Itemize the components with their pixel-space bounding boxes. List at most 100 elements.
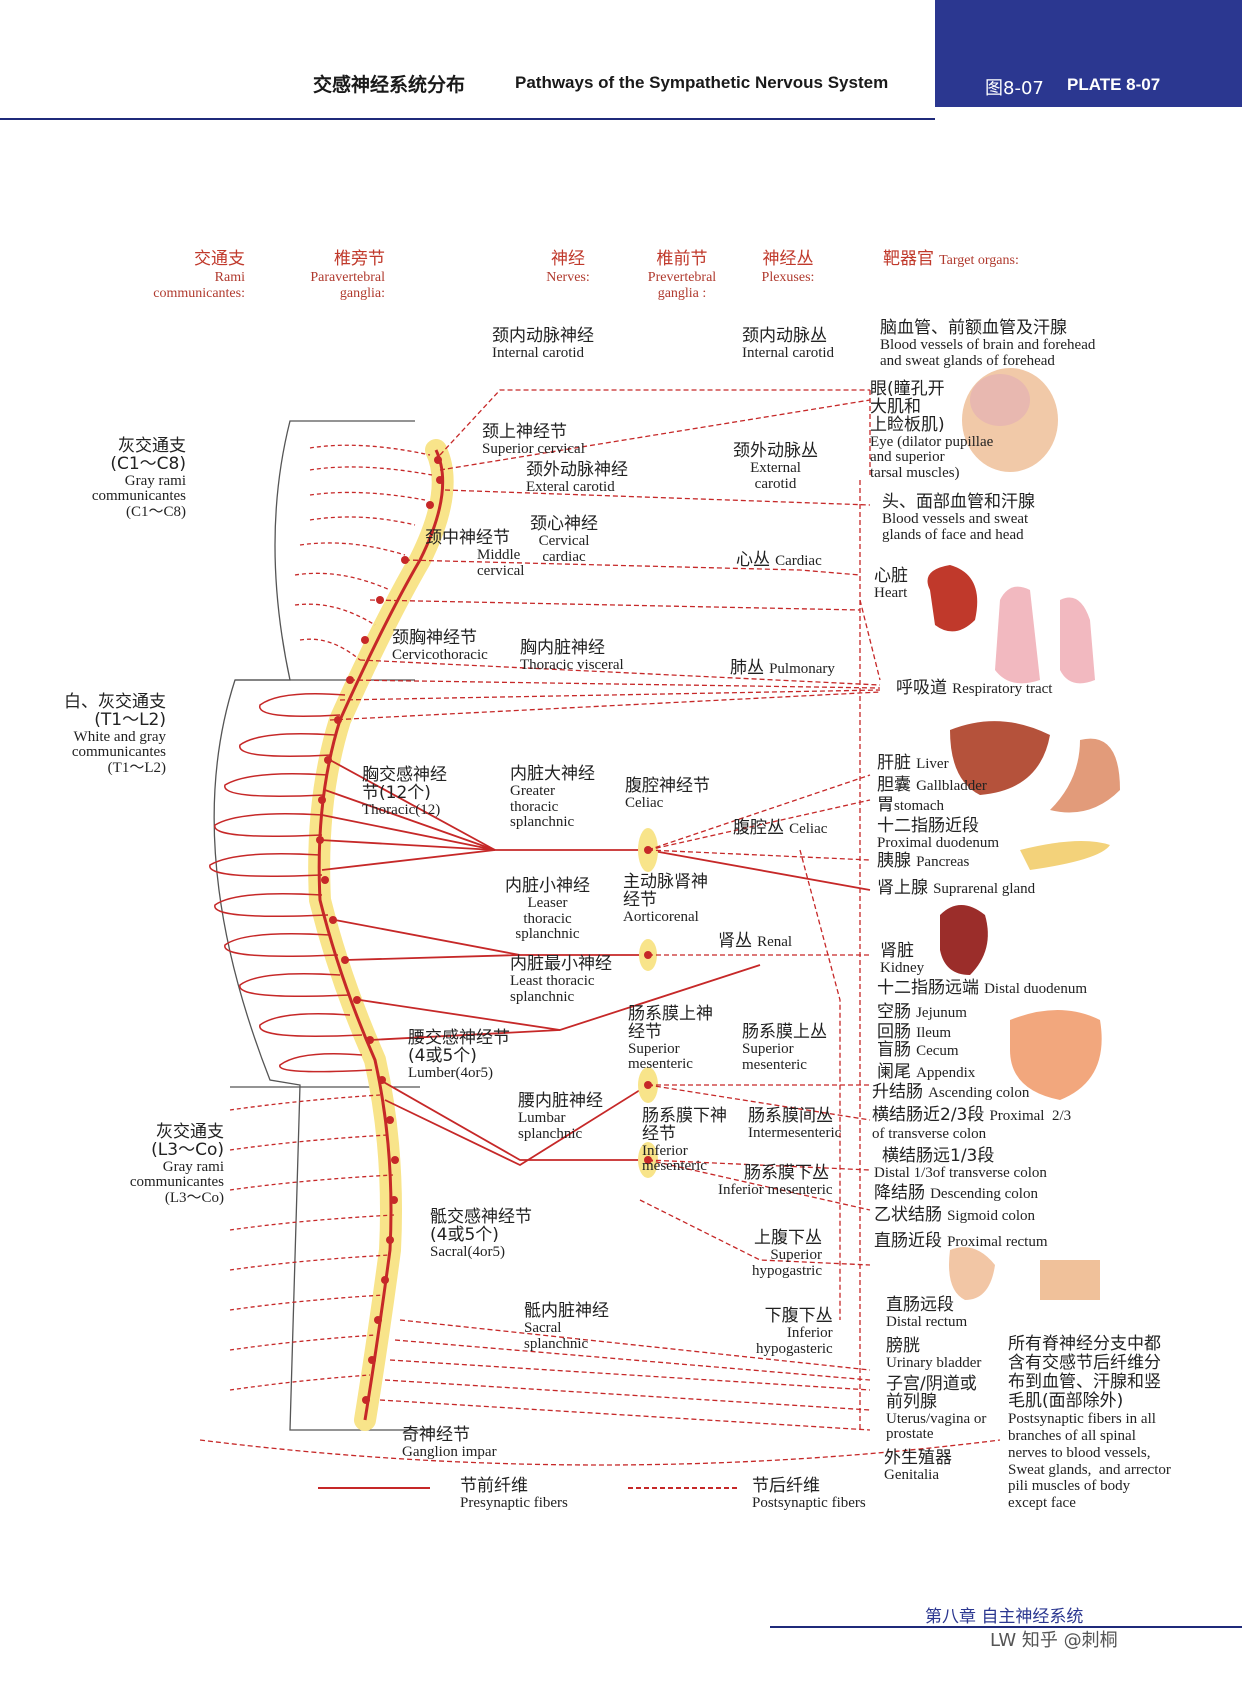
body-outline xyxy=(213,420,430,1431)
plexus-celiac: 腹腔丛 Celiac xyxy=(733,818,828,838)
intestine-illustration xyxy=(1010,1010,1102,1100)
sympathetic-trunk-fiber xyxy=(317,449,445,1421)
paravertebral-ganglia xyxy=(316,456,444,1404)
header-rule xyxy=(0,118,935,120)
target-eye: 眼(瞳孔开 大肌和 上睑板肌)Eye (dilator pupillae and… xyxy=(870,379,994,482)
rami-label-sacral: 灰交通支 (L3～Co)Gray rami communicantes (L3～… xyxy=(129,1122,224,1207)
skin-illustration xyxy=(1040,1260,1100,1300)
target-distal-duodenum: 十二指肠远端 Distal duodenum xyxy=(877,978,1087,998)
sympathetic-trunk xyxy=(308,439,454,1431)
footer-chapter: 第八章 自主神经系统 xyxy=(925,1607,1084,1627)
postsynaptic-head-neck xyxy=(329,389,881,721)
lung-right-illustration xyxy=(1060,597,1095,684)
ganglion-thoracic: 胸交感神经 节(12个)Thoracic(12) xyxy=(362,765,447,818)
plexus-pulmonary: 肺丛 Pulmonary xyxy=(730,658,835,678)
pancreas-illustration xyxy=(1020,841,1110,870)
plate-banner xyxy=(935,0,1242,107)
target-ileum: 回肠 Ileum xyxy=(877,1022,952,1042)
ganglion-lumbar: 腰交感神经节 (4或5个)Lumber(4or5) xyxy=(408,1028,510,1081)
ganglion-sacral: 骶交感神经节 (4或5个)Sacral(4or5) xyxy=(430,1207,532,1260)
pelvis-illustration xyxy=(949,1247,995,1300)
rami-label-cervical: 灰交通支 (C1～C8)Gray rami communicantes (C1～… xyxy=(91,436,186,521)
plexus-cardiac: 心丛 Cardiac xyxy=(736,550,822,570)
column-targets: 靶器官 Target organs: xyxy=(883,249,1019,269)
target-ascending-colon: 升结肠 Ascending colon xyxy=(872,1082,1030,1102)
target-stomach: 胃stomach xyxy=(877,795,944,815)
heart-illustration xyxy=(927,565,978,632)
plate-number-cn: 图8-07 xyxy=(985,78,1044,99)
presynaptic-splanchnic xyxy=(319,759,871,1167)
footer-rule xyxy=(770,1626,1242,1628)
postsynaptic-abdominal xyxy=(199,480,1001,1466)
target-jejunum: 空肠 Jejunum xyxy=(877,1002,967,1022)
brain-illustration xyxy=(970,374,1030,426)
plexus-renal: 肾丛 Renal xyxy=(718,931,793,951)
target-pancreas: 胰腺 Pancreas xyxy=(877,851,970,871)
target-appendix: 阑尾 Appendix xyxy=(877,1062,976,1082)
kidney-illustration xyxy=(940,905,988,975)
target-gallbladder: 胆囊 Gallbladder xyxy=(877,775,987,795)
target-suprarenal: 肾上腺 Suprarenal gland xyxy=(877,878,1036,898)
page-title-cn: 交感神经系统分布 xyxy=(313,74,466,96)
target-proximal-rectum: 直肠近段 Proximal rectum xyxy=(874,1231,1048,1251)
target-descending-colon: 降结肠 Descending colon xyxy=(874,1183,1038,1203)
target-cecum: 盲肠 Cecum xyxy=(877,1040,959,1060)
target-transverse-colon-proximal: 横结肠近2/3段 Proximal 2/3 of transverse colo… xyxy=(872,1105,1072,1142)
white-rami-thoracic xyxy=(209,693,373,1073)
plate-number-en: PLATE 8-07 xyxy=(1067,75,1161,94)
rami-label-thoracolumbar: 白、灰交通支 (T1～L2)White and gray communicant… xyxy=(64,692,166,777)
target-sigmoid-colon: 乙状结肠 Sigmoid colon xyxy=(874,1205,1036,1225)
spinal-nerve-note: 所有脊神经分支中都 含有交感节后纤维分 布到血管、汗腺和竖 毛肌(面部除外) P… xyxy=(1008,1334,1171,1512)
target-respiratory: 呼吸道 Respiratory tract xyxy=(896,678,1053,698)
page-title-en: Pathways of the Sympathetic Nervous Syst… xyxy=(515,73,889,92)
target-liver: 肝脏 Liver xyxy=(877,753,949,773)
footer-watermark: LW 知乎 @刺桐 xyxy=(990,1630,1118,1651)
gray-rami-cervical xyxy=(294,444,433,661)
stomach-illustration xyxy=(1050,738,1120,813)
lung-left-illustration xyxy=(995,586,1040,684)
gray-rami-lower xyxy=(229,1094,395,1391)
